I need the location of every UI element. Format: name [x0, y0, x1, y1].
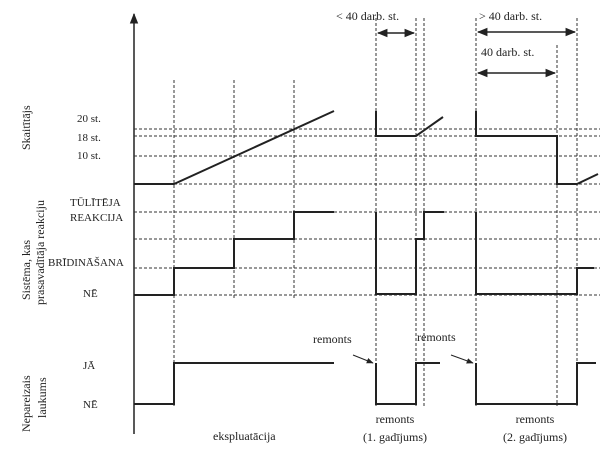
- level-warning: BRĪDINĀŠANA: [48, 257, 124, 269]
- system-signal-case2: [475, 212, 594, 295]
- level-10: 10 st.: [77, 150, 101, 162]
- system-signal: [134, 211, 334, 296]
- case2-label-2: (2. gadījums): [503, 430, 567, 444]
- level-yes-area: JĀ: [83, 360, 95, 372]
- area-signal: [134, 362, 334, 405]
- case2-label-1: remonts: [516, 412, 555, 426]
- case1-label-1: remonts: [376, 412, 415, 426]
- level-no-area: NĒ: [83, 399, 98, 411]
- counter-title: Skaitītājs: [19, 105, 33, 150]
- level-20: 20 st.: [77, 113, 101, 125]
- system-title-1: Sistēma, kas: [19, 240, 33, 300]
- case1-label-2: (1. gadījums): [363, 430, 427, 444]
- repair-label-2: remonts: [417, 330, 456, 344]
- repair-pointer-1: [352, 354, 374, 364]
- vertical-gridlines: [173, 18, 578, 406]
- area-signal-case1: [375, 362, 440, 405]
- operation-label: ekspluatācija: [213, 429, 276, 443]
- area-title-1: Nepareizais: [19, 375, 33, 432]
- horizontal-gridlines: [134, 128, 600, 296]
- area-title-2: laukums: [35, 377, 49, 418]
- more-40-label: > 40 darb. st.: [479, 9, 542, 23]
- system-title-2: prasavadītāja reakciju: [33, 200, 47, 305]
- less-40-label: < 40 darb. st.: [336, 9, 399, 23]
- level-18: 18 st.: [77, 132, 101, 144]
- area-signal-case2: [475, 362, 596, 405]
- counter-signal-case2: [475, 111, 599, 185]
- level-immediate-1: TŪLĪTĒJA: [70, 197, 121, 209]
- repair-pointer-2: [450, 354, 474, 364]
- system-signal-case1: [375, 211, 444, 295]
- exact-40-label: 40 darb. st.: [481, 45, 534, 59]
- level-no-system: NĒ: [83, 288, 98, 300]
- counter-signal: [134, 110, 335, 185]
- counter-signal-case1: [375, 111, 444, 137]
- repair-label-1: remonts: [313, 332, 352, 346]
- level-immediate-2: REAKCIJA: [70, 212, 123, 224]
